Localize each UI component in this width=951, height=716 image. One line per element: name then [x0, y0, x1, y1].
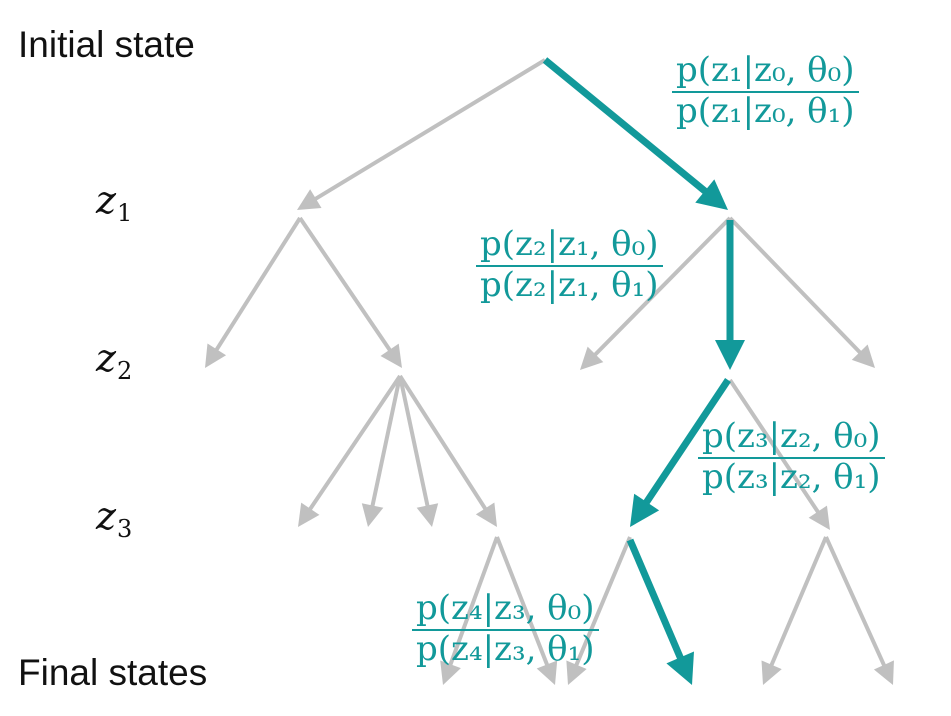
ratio-1-numerator: p(z₁|z₀, θ₀): [676, 50, 855, 90]
highlighted-path-edge-2: [715, 220, 745, 370]
initial-state-label: Initial state: [18, 24, 195, 65]
tree-edge-12: [495, 536, 558, 685]
final-states-label: Final states: [18, 652, 208, 693]
ratio-3-fraction-bar: [698, 457, 885, 460]
ratio-level-1: p(z₁|z₀, θ₀) p(z₁|z₀, θ₁): [672, 50, 859, 132]
tree-edge-8: [580, 216, 732, 370]
tree-edge-14: [761, 536, 828, 685]
ratio-2-fraction-bar: [476, 265, 663, 268]
highlighted-path-edge-3: [630, 378, 731, 527]
level-label-z3: z3: [96, 494, 133, 544]
tree-edge-13: [566, 536, 632, 685]
highlighted-path-edge-1: [542, 57, 728, 210]
ratio-level-4: p(z₄|z₃, θ₀) p(z₄|z₃, θ₁): [412, 588, 599, 670]
tree-edge-15: [824, 536, 894, 685]
tree-edge-7: [398, 374, 497, 527]
highlighted-path-edge-4: [626, 538, 694, 685]
ratio-1-fraction-bar: [672, 91, 859, 94]
ratio-4-numerator: p(z₄|z₃, θ₀): [416, 588, 595, 628]
tree-edge-9: [728, 216, 875, 368]
tree-edge-3: [298, 216, 402, 368]
tree-edge-2: [205, 216, 302, 368]
ratio-2-numerator: p(z₂|z₁, θ₀): [480, 224, 659, 264]
tree-edge-11: [440, 536, 499, 685]
ratio-4-denominator: p(z₄|z₃, θ₁): [416, 629, 595, 670]
tree-edge-1: [297, 58, 547, 210]
tree-edge-4: [298, 374, 402, 527]
ratio-3-numerator: p(z₃|z₂, θ₀): [702, 416, 881, 456]
tree-edge-5: [361, 375, 402, 527]
tree-edge-10: [728, 378, 830, 530]
ratio-2-denominator: p(z₂|z₁, θ₁): [480, 265, 659, 306]
level-label-z2: z2: [96, 336, 133, 386]
ratio-level-3: p(z₃|z₂, θ₀) p(z₃|z₂, θ₁): [698, 416, 885, 498]
ratio-4-fraction-bar: [412, 629, 599, 632]
ratio-3-denominator: p(z₃|z₂, θ₁): [702, 457, 881, 498]
ratio-1-denominator: p(z₁|z₀, θ₁): [676, 91, 855, 132]
ratio-level-2: p(z₂|z₁, θ₀) p(z₂|z₁, θ₁): [476, 224, 663, 306]
tree-edge-6: [398, 375, 439, 527]
level-label-z1: z1: [96, 178, 133, 228]
